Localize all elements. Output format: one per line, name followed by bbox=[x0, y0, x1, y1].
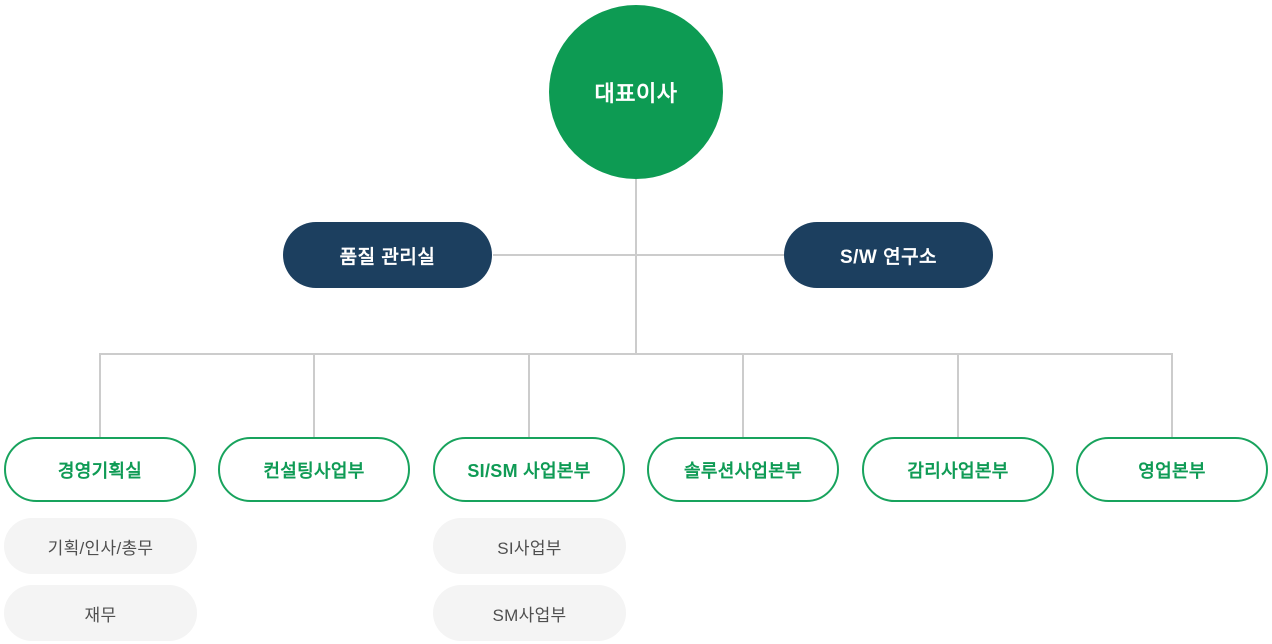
division-label: 컨설팅사업부 bbox=[263, 460, 365, 481]
sub-node-sm-division: SM사업부 bbox=[433, 585, 626, 641]
division-node-solution: 솔루션사업본부 bbox=[647, 437, 839, 502]
ceo-node: 대표이사 bbox=[549, 5, 723, 179]
connector-stub-5 bbox=[957, 353, 959, 437]
connector-stub-4 bbox=[742, 353, 744, 437]
staff-label: S/W 연구소 bbox=[839, 246, 938, 268]
sub-label: 기획/인사/총무 bbox=[47, 538, 154, 558]
connector-stub-6 bbox=[1171, 353, 1173, 437]
division-node-supervision: 감리사업본부 bbox=[862, 437, 1054, 502]
division-label: 솔루션사업본부 bbox=[683, 460, 803, 481]
connector-stub-2 bbox=[313, 353, 315, 437]
connector-stub-1 bbox=[99, 353, 101, 437]
division-node-management-planning: 경영기획실 bbox=[4, 437, 196, 502]
sub-node-planning-hr-general: 기획/인사/총무 bbox=[4, 518, 197, 574]
connector-stub-3 bbox=[528, 353, 530, 437]
sub-label: SI사업부 bbox=[497, 538, 562, 558]
division-node-consulting: 컨설팅사업부 bbox=[218, 437, 410, 502]
sub-node-si-division: SI사업부 bbox=[433, 518, 626, 574]
division-node-si-sm: SI/SM 사업본부 bbox=[433, 437, 625, 502]
connector-staff-horizontal bbox=[493, 254, 784, 256]
division-label: 영업본부 bbox=[1138, 460, 1206, 481]
staff-node-quality-management: 품질 관리실 bbox=[283, 222, 492, 288]
division-label: SI/SM 사업본부 bbox=[467, 460, 591, 481]
connector-branch-horizontal bbox=[99, 353, 1173, 355]
connector-root-vertical bbox=[635, 179, 637, 355]
ceo-label: 대표이사 bbox=[594, 81, 678, 106]
division-label: 경영기획실 bbox=[57, 460, 143, 481]
staff-node-sw-research: S/W 연구소 bbox=[784, 222, 993, 288]
division-node-sales: 영업본부 bbox=[1076, 437, 1268, 502]
sub-label: 재무 bbox=[84, 605, 117, 625]
staff-label: 품질 관리실 bbox=[339, 246, 436, 268]
sub-label: SM사업부 bbox=[492, 605, 567, 625]
division-label: 감리사업본부 bbox=[907, 460, 1009, 481]
sub-node-finance: 재무 bbox=[4, 585, 197, 641]
